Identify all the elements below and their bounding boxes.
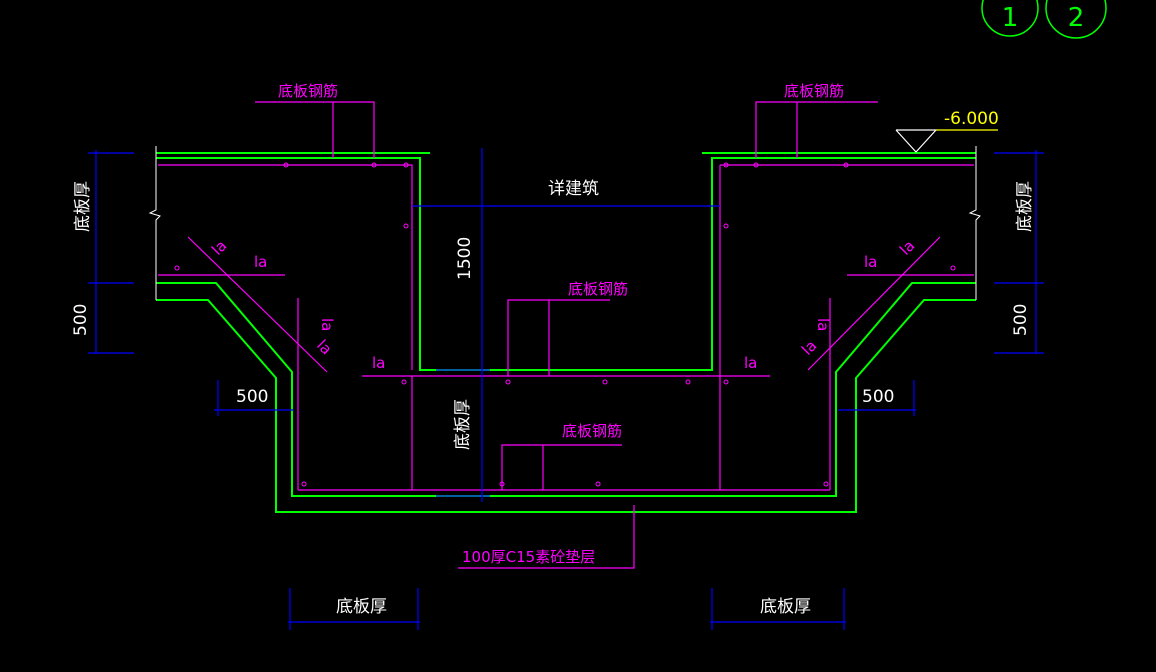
see-arch-label: 详建筑 [548, 179, 599, 199]
leader-pit [507, 299, 610, 376]
left-diagonal-rebar [187, 236, 328, 373]
la-label-left: la [254, 253, 267, 271]
la-label-pit-left: la [372, 354, 385, 372]
axis-label-1: 1 [1002, 3, 1019, 33]
break-lines [148, 146, 981, 300]
left-plate-thick-label: 底板厚 [73, 181, 93, 232]
concrete-outline [156, 152, 976, 513]
la-label-pit-right: la [744, 354, 757, 372]
left-top-rebar [158, 164, 413, 370]
rebar-label-pit: 底板钢筋 [568, 280, 628, 298]
la-label-slope-right: la [814, 318, 832, 331]
bottom-right-plate-thick-label: 底板厚 [760, 597, 811, 617]
pit-depth-label: 1500 [455, 237, 475, 280]
left-500-vertical-label: 500 [71, 304, 91, 336]
axis-label-2: 2 [1068, 3, 1085, 33]
axis-markers [981, 0, 1107, 39]
rebar-lines [158, 101, 974, 569]
pit-cushion-outline [156, 299, 976, 513]
left-500-horizontal-label: 500 [236, 387, 268, 407]
pit-outer-outline [156, 282, 976, 497]
rebar-label-top-right: 底板钢筋 [784, 82, 844, 100]
rebar-dots [174, 162, 956, 487]
plate-thick-pit-label: 底板厚 [453, 399, 473, 450]
leader-top-right [755, 101, 878, 158]
la-label-slope-left-2: la [313, 336, 335, 358]
la-label-right: la [864, 253, 877, 271]
right-500-horizontal-label: 500 [862, 387, 894, 407]
leader-cushion [458, 505, 635, 569]
leader-bottom [501, 444, 622, 490]
bottom-left-plate-thick-label: 底板厚 [336, 597, 387, 617]
rebar-label-top-left: 底板钢筋 [278, 82, 338, 100]
right-500-vertical-label: 500 [1011, 304, 1031, 336]
la-label-slope-left: la [318, 318, 336, 331]
elevation-label: -6.000 [944, 109, 999, 129]
la-label-diag-left: la [208, 237, 230, 259]
right-plate-thick-label: 底板厚 [1015, 181, 1035, 232]
axis-bubble-2 [1045, 0, 1107, 39]
dimension-lines [88, 148, 1044, 630]
la-label-slope-right-2: la [798, 337, 820, 359]
la-label-diag-right: la [896, 237, 918, 259]
rebar-label-bottom: 底板钢筋 [562, 422, 622, 440]
axis-bubble-1 [981, 0, 1039, 37]
elevation-marker [895, 129, 998, 153]
cushion-label: 100厚C15素砼垫层 [462, 548, 595, 566]
leader-top-left [255, 101, 375, 158]
